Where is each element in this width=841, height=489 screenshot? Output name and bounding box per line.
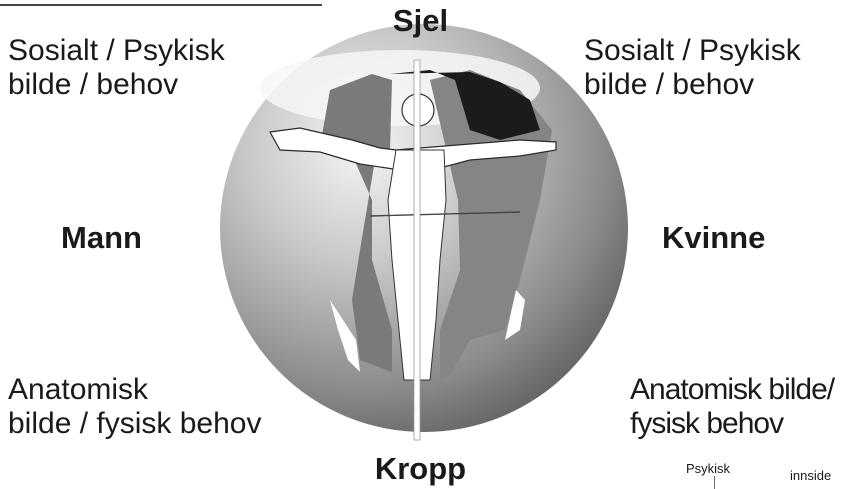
- label-top-right-line-2: bilde / behov: [584, 68, 801, 102]
- label-top-soul: Sjel: [0, 4, 841, 38]
- label-top-left: Sosialt / Psykisk bilde / behov: [8, 34, 225, 102]
- label-bottom-left-line-2: bilde / fysisk behov: [8, 407, 261, 441]
- footnote-psychic: Psykisk: [686, 461, 730, 476]
- label-top-right-line-1: Sosialt / Psykisk: [584, 34, 801, 68]
- label-top-right: Sosialt / Psykisk bilde / behov: [584, 34, 801, 102]
- label-left-man: Mann: [61, 221, 142, 255]
- label-bottom-left: Anatomisk bilde / fysisk behov: [8, 373, 261, 441]
- label-bottom-left-line-1: Anatomisk: [8, 373, 261, 407]
- label-bottom-right-line-1: Anatomisk bilde/: [630, 373, 834, 407]
- label-right-woman: Kvinne: [662, 221, 765, 255]
- label-top-left-line-2: bilde / behov: [8, 68, 225, 102]
- label-top-left-line-1: Sosialt / Psykisk: [8, 34, 225, 68]
- center-axis: [414, 60, 420, 440]
- footnote-inside: innside: [790, 468, 831, 483]
- label-bottom-right-line-2: fysisk behov: [630, 407, 834, 441]
- label-bottom-right: Anatomisk bilde/ fysisk behov: [630, 373, 834, 441]
- footnote-tick: [714, 476, 715, 489]
